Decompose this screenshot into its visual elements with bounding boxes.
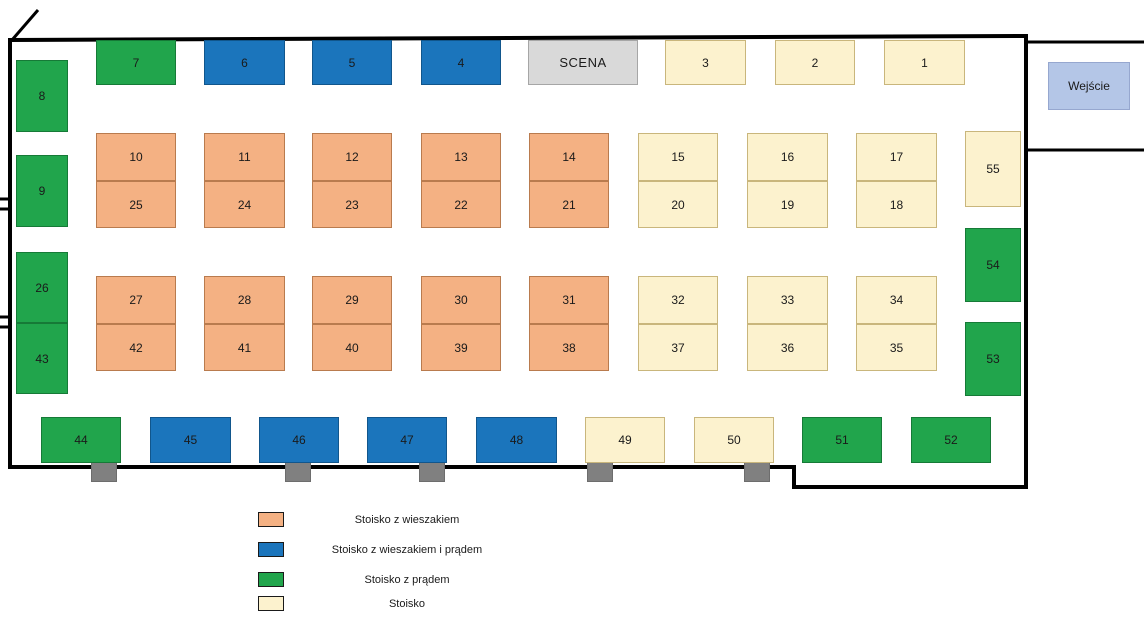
stage: SCENA: [528, 40, 638, 85]
stand-26: 26: [16, 252, 68, 323]
legend-label-plain: Stoisko: [388, 597, 426, 610]
legend-row-hanger-power: Stoisko z wieszakiem i prądem: [258, 542, 498, 557]
stand-33: 33: [747, 276, 828, 324]
stand-25: 25: [96, 181, 176, 228]
stand-28: 28: [204, 276, 285, 324]
pillar: [91, 461, 117, 482]
stand-24: 24: [204, 181, 285, 228]
legend-label-hanger-power: Stoisko z wieszakiem i prądem: [331, 543, 483, 556]
stand-3: 3: [665, 40, 746, 85]
stand-48: 48: [476, 417, 557, 463]
stand-10: 10: [96, 133, 176, 181]
stand-21: 21: [529, 181, 609, 228]
stand-47: 47: [367, 417, 447, 463]
stand-52: 52: [911, 417, 991, 463]
stand-7: 7: [96, 40, 176, 85]
legend-swatch-power: [258, 572, 284, 587]
stand-13: 13: [421, 133, 501, 181]
legend-label-power: Stoisko z prądem: [364, 573, 450, 586]
stand-17: 17: [856, 133, 937, 181]
stand-5: 5: [312, 40, 392, 85]
legend-swatch-hanger: [258, 512, 284, 527]
stand-18: 18: [856, 181, 937, 228]
stand-45: 45: [150, 417, 231, 463]
stand-46: 46: [259, 417, 339, 463]
stand-37: 37: [638, 324, 718, 371]
stand-1: 1: [884, 40, 965, 85]
legend-row-power: Stoisko z prądem: [258, 572, 498, 587]
stand-36: 36: [747, 324, 828, 371]
stand-42: 42: [96, 324, 176, 371]
legend-row-hanger: Stoisko z wieszakiem: [258, 512, 498, 527]
stand-55: 55: [965, 131, 1021, 207]
stand-41: 41: [204, 324, 285, 371]
stand-6: 6: [204, 40, 285, 85]
stand-39: 39: [421, 324, 501, 371]
entrance: Wejście: [1048, 62, 1130, 110]
stand-27: 27: [96, 276, 176, 324]
stand-16: 16: [747, 133, 828, 181]
pillar: [587, 461, 613, 482]
stand-51: 51: [802, 417, 882, 463]
stand-49: 49: [585, 417, 665, 463]
stand-32: 32: [638, 276, 718, 324]
stand-9: 9: [16, 155, 68, 227]
stand-8: 8: [16, 60, 68, 132]
stand-2: 2: [775, 40, 855, 85]
stand-50: 50: [694, 417, 774, 463]
legend-swatch-hanger-power: [258, 542, 284, 557]
stand-4: 4: [421, 40, 501, 85]
stand-40: 40: [312, 324, 392, 371]
pillar: [285, 461, 311, 482]
stand-38: 38: [529, 324, 609, 371]
stand-22: 22: [421, 181, 501, 228]
stand-20: 20: [638, 181, 718, 228]
stand-23: 23: [312, 181, 392, 228]
legend-swatch-plain: [258, 596, 284, 611]
stand-34: 34: [856, 276, 937, 324]
stand-43: 43: [16, 323, 68, 394]
stand-53: 53: [965, 322, 1021, 396]
stand-29: 29: [312, 276, 392, 324]
stand-54: 54: [965, 228, 1021, 302]
stand-14: 14: [529, 133, 609, 181]
pillar: [419, 461, 445, 482]
stand-31: 31: [529, 276, 609, 324]
stand-11: 11: [204, 133, 285, 181]
stand-30: 30: [421, 276, 501, 324]
stand-15: 15: [638, 133, 718, 181]
stand-12: 12: [312, 133, 392, 181]
stand-35: 35: [856, 324, 937, 371]
legend-label-hanger: Stoisko z wieszakiem: [354, 513, 460, 526]
stand-19: 19: [747, 181, 828, 228]
legend-row-plain: Stoisko: [258, 596, 498, 611]
stand-44: 44: [41, 417, 121, 463]
pillar: [744, 461, 770, 482]
